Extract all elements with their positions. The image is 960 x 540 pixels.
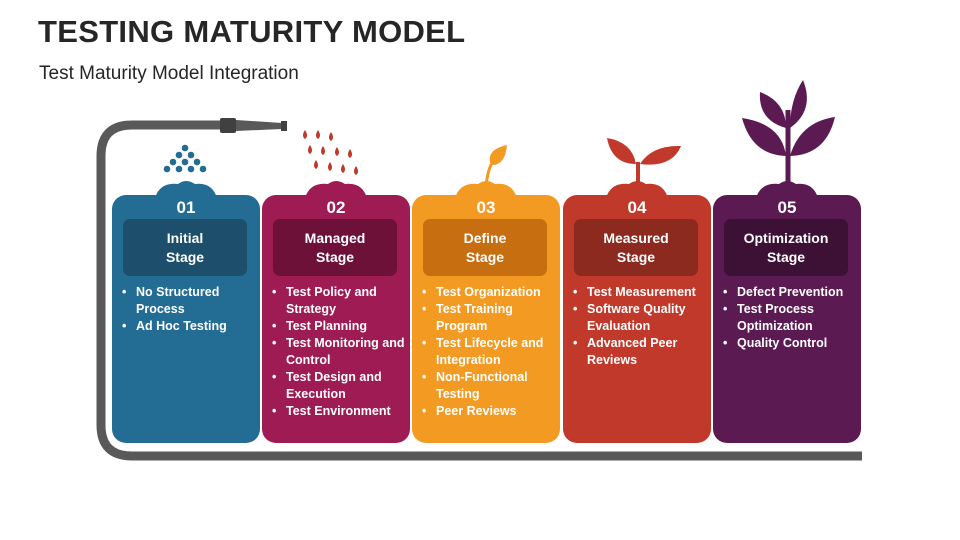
stage-number: 03	[476, 198, 496, 217]
stage-item: Non-Functional Testing	[420, 369, 556, 403]
stage-number: 02	[326, 198, 346, 217]
stage-item-list: Test OrganizationTest Training ProgramTe…	[420, 284, 556, 420]
stage-item: No Structured Process	[120, 284, 256, 318]
plant-icon	[742, 80, 835, 190]
stage-name: Optimization Stage	[724, 219, 848, 276]
stage-number: 05	[777, 198, 797, 217]
stage-number: 04	[627, 198, 647, 217]
water-drops-icon	[163, 144, 207, 173]
stage-item-list: Defect PreventionTest Process Optimizati…	[721, 284, 857, 352]
stage-name: Define Stage	[423, 219, 547, 276]
stage-item: Test Lifecycle and Integration	[420, 335, 556, 369]
stage-item: Quality Control	[721, 335, 857, 352]
stage-name: Managed Stage	[273, 219, 397, 276]
stage-item: Test Process Optimization	[721, 301, 857, 335]
water-drops-icon	[303, 130, 358, 175]
stage-item-list: Test MeasurementSoftware Quality Evaluat…	[571, 284, 707, 369]
stage-item: Test Environment	[270, 403, 406, 420]
stage-item-list: Test Policy and StrategyTest PlanningTes…	[270, 284, 406, 420]
hose-icon	[96, 120, 862, 461]
stage-item: Test Organization	[420, 284, 556, 301]
stage-item: Ad Hoc Testing	[120, 318, 256, 335]
stage-number: 01	[176, 198, 196, 217]
soil-mounds	[155, 181, 818, 198]
stage-item: Defect Prevention	[721, 284, 857, 301]
stage-item: Test Training Program	[420, 301, 556, 335]
hose-nozzle-icon	[220, 118, 287, 133]
stage-item: Test Measurement	[571, 284, 707, 301]
stage-item: Test Design and Execution	[270, 369, 406, 403]
stage-item-list: No Structured ProcessAd Hoc Testing	[120, 284, 256, 335]
stage-name: Initial Stage	[123, 219, 247, 276]
stage-item: Test Planning	[270, 318, 406, 335]
stage-item: Software Quality Evaluation	[571, 301, 707, 335]
stage-item: Advanced Peer Reviews	[571, 335, 707, 369]
stage-item: Peer Reviews	[420, 403, 556, 420]
stage-item: Test Monitoring and Control	[270, 335, 406, 369]
plant-icon	[607, 138, 681, 188]
stage-item: Test Policy and Strategy	[270, 284, 406, 318]
stage-name: Measured Stage	[574, 219, 698, 276]
page-subtitle: Test Maturity Model Integration	[39, 63, 299, 84]
page-title: TESTING MATURITY MODEL	[38, 14, 466, 49]
